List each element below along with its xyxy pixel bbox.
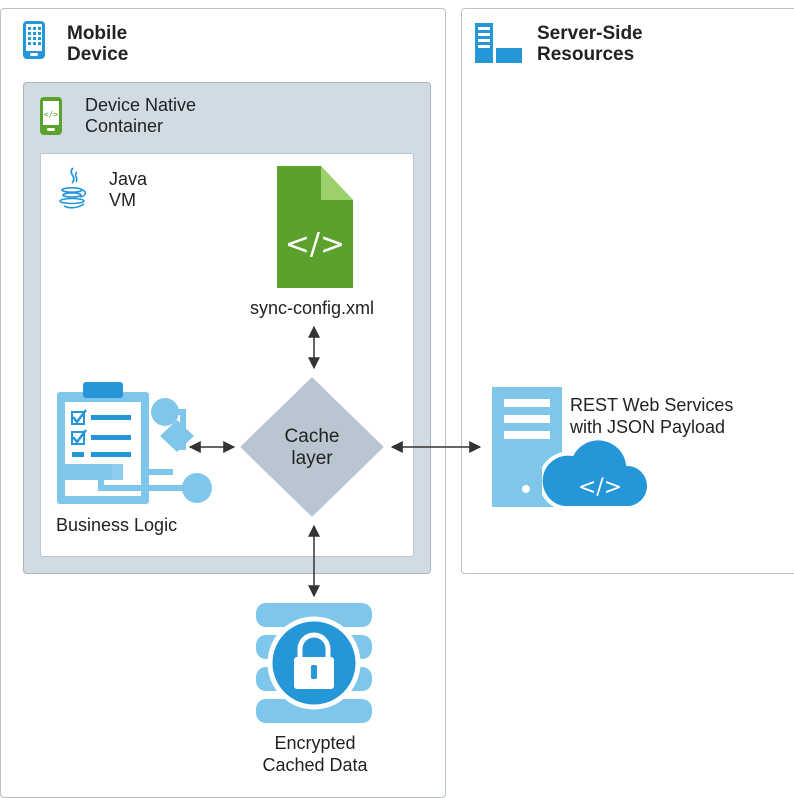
cloud-icon: </> [542, 420, 652, 512]
encrypted-data-label-line1: Encrypted [274, 733, 356, 753]
server-side-title-line2: Resources [537, 44, 635, 65]
encrypted-database-icon [252, 601, 376, 729]
svg-text:</>: </> [285, 227, 345, 262]
server-side-title: Server-Side Resources [537, 23, 643, 65]
cache-layer-label: Cache layer [262, 426, 362, 470]
java-cup-icon [58, 166, 88, 210]
cache-layer-diamond [234, 372, 390, 522]
business-logic-label: Business Logic [56, 515, 178, 535]
svg-text:</>: </> [578, 475, 622, 500]
mobile-device-icon [22, 20, 46, 60]
cache-layer-label-line1: Cache [284, 426, 340, 447]
sync-config-label: sync-config.xml [249, 298, 375, 318]
native-container-title: Device Native Container [85, 95, 196, 137]
rest-services-label-line2: with JSON Payload [570, 417, 726, 437]
native-container-icon: </> [39, 96, 63, 136]
svg-text:</>: </> [44, 110, 59, 119]
server-resources-icon [474, 22, 524, 66]
java-vm-title: Java VM [109, 169, 147, 211]
xml-file-icon: </> [275, 166, 355, 290]
rest-services-label-line1: REST Web Services [570, 395, 734, 415]
mobile-device-title-line1: Mobile [67, 23, 128, 44]
mobile-device-title: Mobile Device [67, 23, 128, 65]
native-container-title-line2: Container [85, 116, 164, 136]
encrypted-data-label-line2: Cached Data [262, 755, 368, 775]
native-container-title-line1: Device Native [85, 95, 197, 115]
encrypted-data-label: Encrypted Cached Data [232, 732, 398, 776]
cache-layer-label-line2: layer [291, 448, 333, 469]
java-vm-title-line1: Java [109, 169, 148, 189]
mobile-device-title-line2: Device [67, 44, 129, 65]
java-vm-title-line2: VM [109, 190, 136, 210]
business-logic-icon [55, 380, 215, 510]
server-side-title-line1: Server-Side [537, 23, 643, 44]
rest-services-label: REST Web Services with JSON Payload [570, 394, 733, 438]
